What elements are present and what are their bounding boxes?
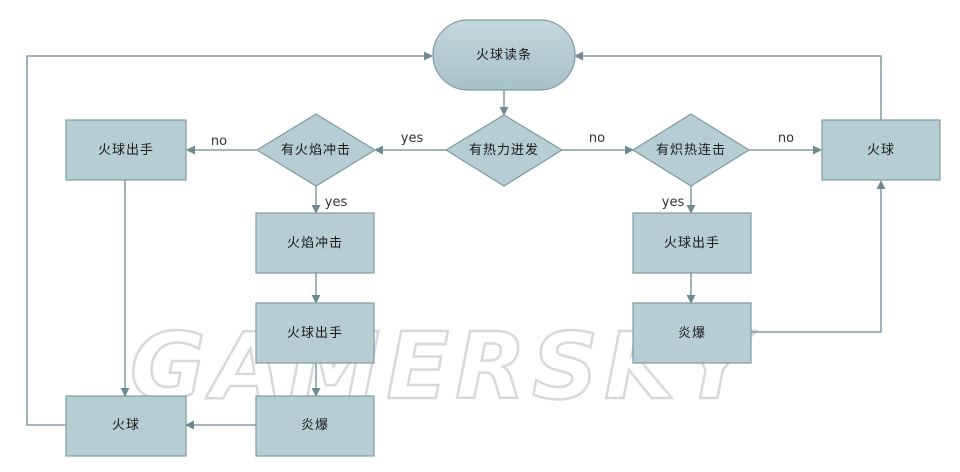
node-right-fireball-label: 火球 (867, 143, 895, 158)
node-flame-strike-check-label: 有火焰冲击 (281, 143, 351, 158)
label-hot-burst-yes: yes (401, 131, 424, 146)
node-bottom-fireball-label: 火球 (112, 418, 140, 433)
edges (26, 51, 886, 430)
node-flame-strike-label: 火焰冲击 (287, 236, 343, 251)
node-flame-strike: 火焰冲击 (255, 212, 375, 274)
node-bottom-fireball: 火球 (65, 395, 187, 457)
label-flame-check-yes: yes (325, 195, 348, 210)
node-mid-fireball-cast: 火球出手 (255, 302, 375, 364)
node-mid-crit: 炎爆 (255, 395, 375, 457)
edge-right-fireball-loop (574, 51, 882, 120)
label-flame-check-no: no (211, 134, 227, 149)
edge-labels: yes no no yes no yes (211, 131, 794, 210)
node-hot-burst-label: 有热力迸发 (469, 142, 539, 158)
node-start: 火球读条 (432, 19, 576, 91)
node-blazing-combo-check-label: 有炽热连击 (656, 142, 726, 158)
node-right-crit-label: 炎爆 (678, 326, 706, 341)
node-mid-crit-label: 炎爆 (301, 418, 329, 433)
node-flame-strike-check: 有火焰冲击 (255, 113, 377, 187)
node-right-crit: 炎爆 (632, 302, 752, 364)
node-blazing-combo-check: 有炽热连击 (631, 113, 751, 187)
label-blazing-check-yes: yes (662, 195, 685, 210)
edge-right-crit-to-fireball (751, 180, 886, 333)
node-left-fireball-cast-label: 火球出手 (98, 143, 154, 158)
label-hot-burst-no: no (589, 131, 605, 146)
node-right-fireball-cast: 火球出手 (632, 212, 752, 274)
node-mid-fireball-cast-label: 火球出手 (287, 326, 343, 341)
node-right-fireball: 火球 (821, 119, 941, 181)
edge-bottom-fireball-loop (26, 51, 433, 426)
node-hot-burst: 有热力迸发 (444, 114, 564, 187)
node-left-fireball-cast: 火球出手 (65, 119, 187, 181)
node-start-label: 火球读条 (476, 47, 532, 63)
nodes: 火球读条 有热力迸发 有火焰冲击 有炽热连击 火球出手 火焰冲击 (65, 19, 941, 457)
label-blazing-check-no: no (778, 131, 794, 146)
node-right-fireball-cast-label: 火球出手 (664, 236, 720, 251)
